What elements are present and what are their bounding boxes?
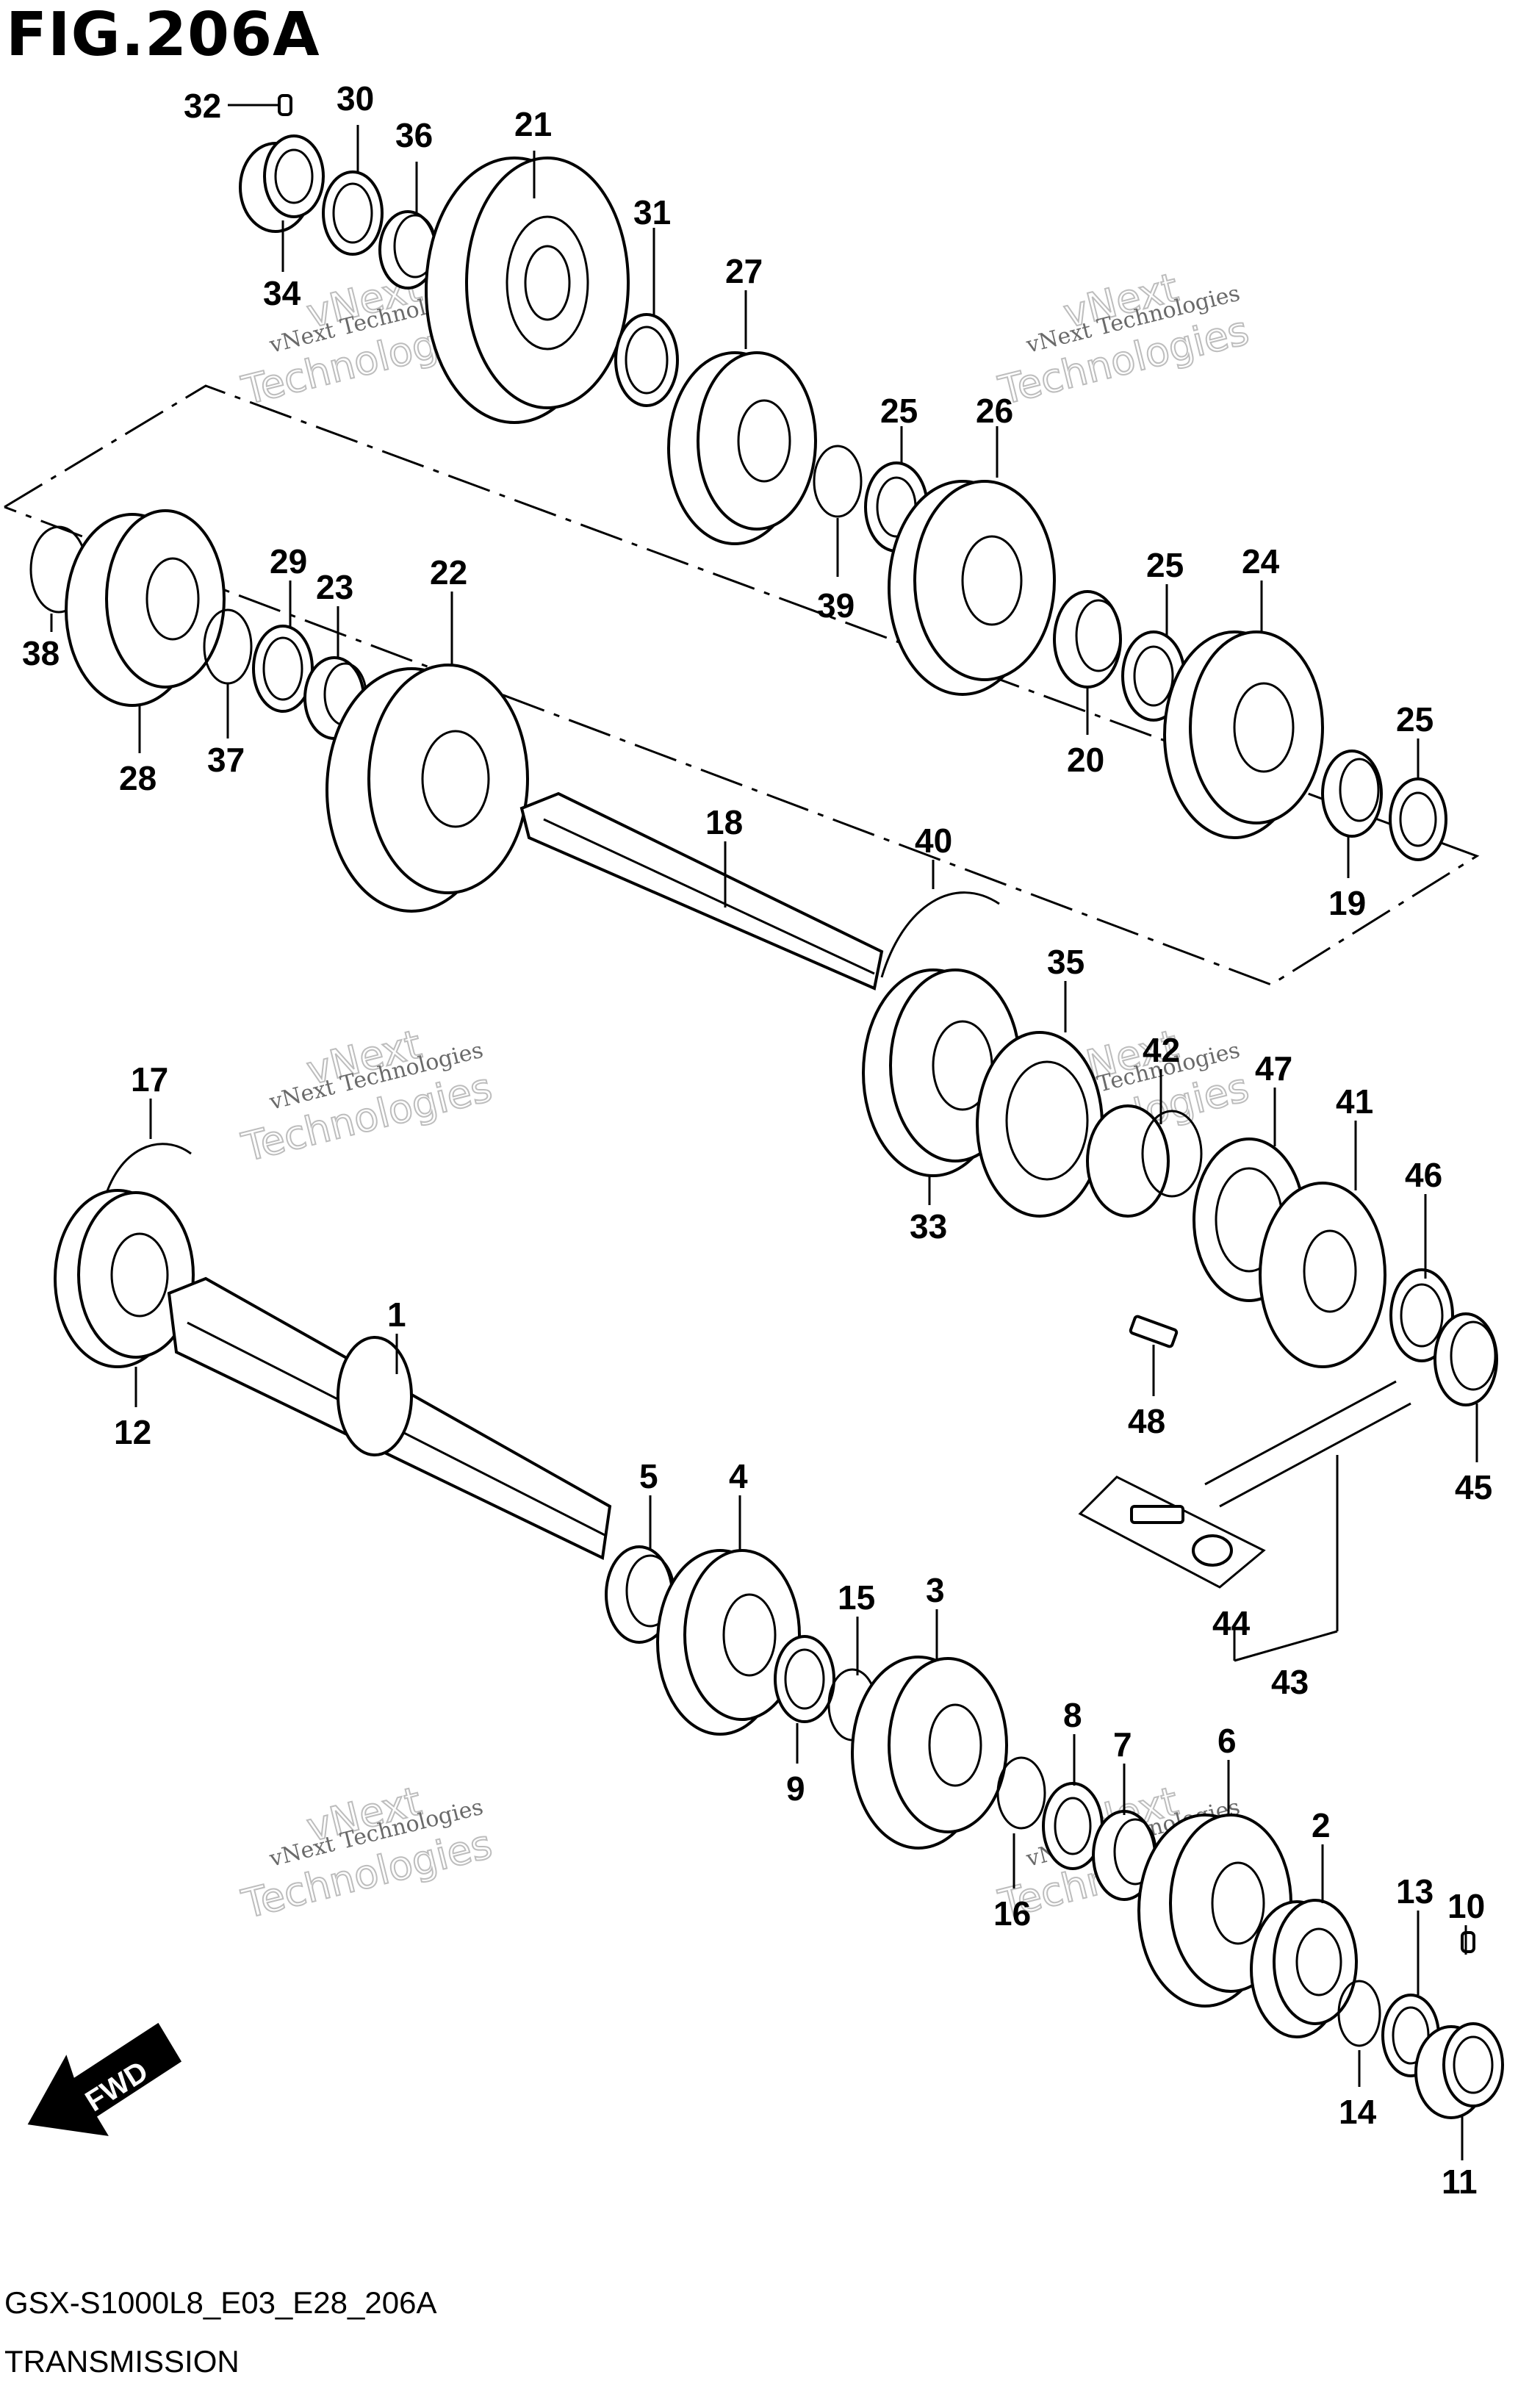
callout-14: 14 [1339, 2093, 1377, 2131]
callout-41: 41 [1336, 1082, 1373, 1121]
callout-29: 29 [270, 542, 307, 581]
callout-47: 47 [1255, 1049, 1292, 1088]
watermark-bottom-left: vNext vNext Technologies Technologies [237, 1777, 497, 1928]
part-2-gear [1250, 1899, 1358, 2038]
callout-21: 21 [514, 105, 552, 143]
part-4-gear [656, 1549, 801, 1736]
part-18-countershaft [519, 791, 884, 991]
part-43-drive-chain [1204, 1380, 1411, 1508]
part-22-gear [325, 664, 529, 913]
callout-18: 18 [705, 803, 743, 841]
part-33-bearing [862, 968, 1021, 1177]
leader-lines [50, 104, 1478, 2160]
part-34-needle-bearing [239, 134, 325, 233]
part-45-spacer [1434, 1312, 1498, 1406]
callout-34: 34 [263, 274, 301, 312]
callout-5: 5 [639, 1457, 658, 1495]
part-10-pin [1461, 1931, 1475, 1953]
callout-8: 8 [1063, 1696, 1082, 1734]
part-48-bolt [1129, 1315, 1179, 1348]
callout-7: 7 [1113, 1725, 1132, 1764]
callout-3: 3 [926, 1571, 945, 1609]
part-41-sprocket [1259, 1182, 1386, 1368]
callout-11: 11 [1442, 2163, 1478, 2201]
part-16-circlip [996, 1756, 1046, 1830]
part-30-washer [322, 170, 384, 256]
fwd-arrow-icon: FWD [27, 2022, 182, 2136]
part-9-washer [774, 1635, 835, 1723]
part-19-bearing [1321, 750, 1383, 838]
callout-40: 40 [915, 822, 952, 860]
callout-25a: 25 [880, 392, 918, 430]
part-14-circlip [1337, 1980, 1381, 2047]
callout-6: 6 [1217, 1722, 1237, 1760]
callout-20: 20 [1067, 741, 1104, 779]
callout-22: 22 [430, 553, 467, 592]
part-26-gear [888, 480, 1056, 696]
callout-28: 28 [119, 759, 157, 797]
watermark-top-right: vNext vNext Technologies Technologies [993, 263, 1254, 414]
callout-labels: 32 30 36 21 34 31 27 25 26 39 25 24 20 2… [22, 79, 1492, 2201]
callout-35: 35 [1047, 943, 1084, 981]
part-29-washer [252, 625, 314, 713]
part-35-oil-seal [976, 1031, 1104, 1218]
callout-26: 26 [976, 392, 1013, 430]
callout-17: 17 [131, 1060, 168, 1099]
callout-4: 4 [729, 1457, 748, 1495]
callout-46: 46 [1405, 1156, 1442, 1194]
part-11-needle-bearing [1414, 2022, 1504, 2119]
part-40-retainer [880, 891, 1000, 978]
part-32-pin [278, 94, 292, 116]
callout-33: 33 [910, 1207, 947, 1246]
callout-32: 32 [184, 87, 221, 125]
callout-25c: 25 [1396, 700, 1434, 738]
diagram-name: TRANSMISSION [4, 2344, 240, 2379]
part-42-spacer [1086, 1104, 1203, 1218]
callout-42: 42 [1143, 1031, 1180, 1069]
callout-36: 36 [395, 116, 433, 154]
callout-23: 23 [316, 568, 353, 606]
diagram-code: GSX-S1000L8_E03_E28_206A [4, 2285, 437, 2320]
watermark-mid-left: vNext vNext Technologies Technologies [237, 1020, 497, 1171]
part-17-retainer [101, 1143, 192, 1206]
callout-1: 1 [387, 1295, 406, 1334]
callout-48: 48 [1128, 1402, 1165, 1440]
callout-30: 30 [337, 79, 374, 118]
callout-27: 27 [725, 252, 763, 290]
part-39-circlip [813, 445, 863, 518]
callout-44: 44 [1212, 1604, 1251, 1642]
callout-16: 16 [993, 1894, 1031, 1933]
part-24-gear [1163, 630, 1324, 839]
callout-45: 45 [1455, 1468, 1492, 1506]
callout-39: 39 [817, 586, 855, 625]
part-21-gear [425, 157, 630, 424]
callout-10: 10 [1447, 1887, 1485, 1925]
part-27-gear [667, 351, 817, 545]
part-28-gear [65, 509, 226, 707]
callout-15: 15 [838, 1578, 875, 1617]
part-3-gear [851, 1656, 1008, 1850]
callout-43: 43 [1271, 1663, 1309, 1701]
callout-24: 24 [1242, 542, 1280, 581]
part-1-main-shaft [167, 1276, 612, 1560]
part-31-washer [614, 313, 679, 407]
callout-19: 19 [1328, 884, 1366, 922]
countershaft-group-frame [4, 384, 1480, 986]
part-25c-thrust-washer [1389, 777, 1447, 861]
figure-title: FIG.206A [6, 0, 320, 70]
callout-37: 37 [207, 741, 245, 779]
callout-13: 13 [1396, 1872, 1434, 1911]
part-12-bearing [54, 1189, 195, 1368]
callout-2: 2 [1312, 1806, 1331, 1844]
part-20-bearing [1053, 590, 1122, 689]
callout-9: 9 [786, 1769, 805, 1808]
callout-25b: 25 [1146, 546, 1184, 584]
callout-12: 12 [114, 1413, 151, 1451]
callout-31: 31 [633, 193, 671, 231]
callout-38: 38 [22, 634, 60, 672]
part-44-joint-set [1078, 1476, 1266, 1589]
